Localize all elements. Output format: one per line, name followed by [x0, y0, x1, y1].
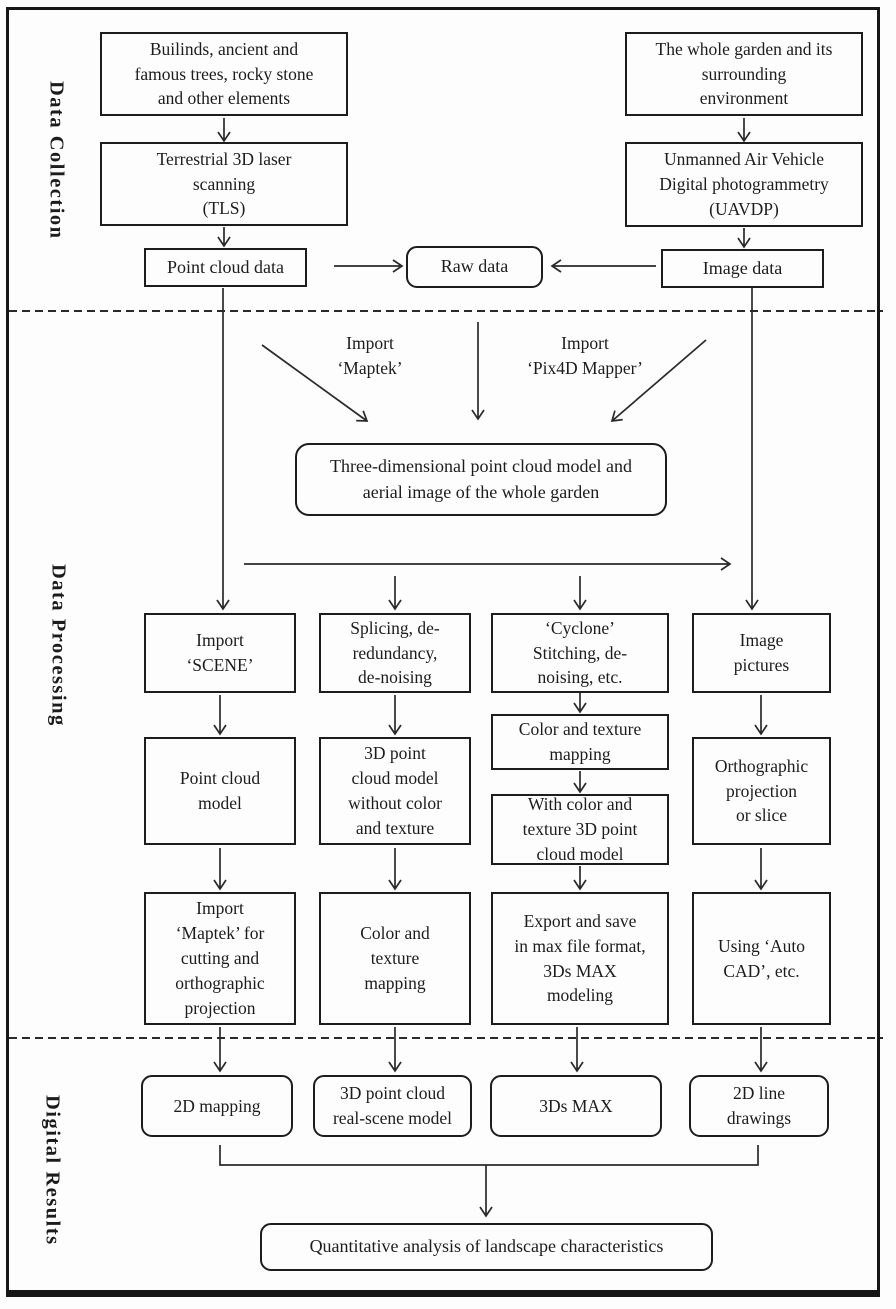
- box-cyclone: ‘Cyclone’ Stitching, de- noising, etc.: [491, 613, 669, 693]
- box-image-pictures: Image pictures: [692, 613, 831, 693]
- box-with-color-model: With color and texture 3D point cloud mo…: [491, 794, 669, 865]
- box-splicing: Splicing, de- redundancy, de-noising: [319, 613, 471, 693]
- box-uavdp: Unmanned Air Vehicle Digital photogramme…: [625, 142, 863, 227]
- box-2d-line-drawings: 2D line drawings: [689, 1075, 829, 1137]
- box-merged-model: Three-dimensional point cloud model and …: [295, 443, 667, 516]
- box-quantitative-analysis: Quantitative analysis of landscape chara…: [260, 1223, 713, 1271]
- box-export-3dsmax: Export and save in max file format, 3Ds …: [491, 892, 669, 1025]
- box-tls-source: Builinds, ancient and famous trees, rock…: [100, 32, 348, 116]
- box-real-scene-model: 3D point cloud real-scene model: [313, 1075, 472, 1137]
- label-import-maptek: Import ‘Maptek’: [337, 332, 403, 378]
- box-import-maptek-cutting: Import ‘Maptek’ for cutting and orthogra…: [144, 892, 296, 1025]
- box-point-cloud-data: Point cloud data: [144, 248, 307, 287]
- box-image-data: Image data: [661, 249, 824, 288]
- box-color-texture-mapping-1: Color and texture mapping: [491, 714, 669, 770]
- section-label-digital-results: Digital Results: [41, 1094, 64, 1246]
- box-orthographic-projection: Orthographic projection or slice: [692, 737, 831, 845]
- box-3ds-max: 3Ds MAX: [490, 1075, 662, 1137]
- box-import-scene: Import ‘SCENE’: [144, 613, 296, 693]
- box-tls: Terrestrial 3D laser scanning (TLS): [100, 142, 348, 226]
- box-color-texture-mapping-2: Color and texture mapping: [319, 892, 471, 1025]
- box-using-autocad: Using ‘Auto CAD’, etc.: [692, 892, 831, 1025]
- box-2d-mapping: 2D mapping: [141, 1075, 293, 1137]
- figure-border: [6, 7, 880, 1297]
- label-import-pix4d: Import ‘Pix4D Mapper’: [527, 332, 643, 378]
- section-label-data-processing: Data Processing: [47, 563, 70, 727]
- box-point-cloud-model: Point cloud model: [144, 737, 296, 845]
- box-raw-data: Raw data: [406, 246, 543, 288]
- box-model-without-color: 3D point cloud model without color and t…: [319, 737, 471, 845]
- box-uav-source: The whole garden and its surrounding env…: [625, 32, 863, 116]
- section-label-data-collection: Data Collection: [45, 80, 68, 240]
